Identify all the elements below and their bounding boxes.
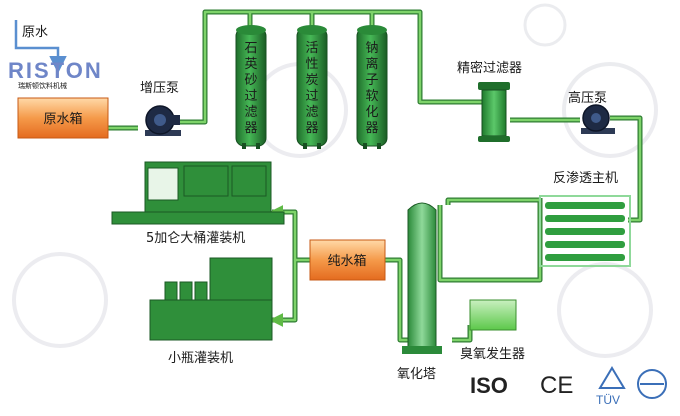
raw-water-inlet: 原水 — [14, 20, 67, 74]
precision-filter: 精密过滤器 — [457, 60, 522, 142]
sodium-ion-softener: 钠离子软化器 — [356, 25, 388, 149]
barrel-filler-label: 5加仑大桶灌装机 — [146, 231, 245, 246]
ozone-generator: 臭氧发生器 — [460, 299, 525, 362]
carbon-filter-label-char: 炭 — [305, 73, 318, 88]
quartz-filter-label-char: 砂 — [244, 73, 257, 88]
softener-label-char: 离 — [365, 56, 378, 72]
brand-name: RISTON — [8, 58, 103, 83]
raw-water-tank: 原水箱 — [17, 97, 109, 139]
iso-mark: ISO — [470, 373, 508, 398]
quartz-filter-label-char: 滤 — [244, 105, 257, 120]
bottle-filler-label: 小瓶灌装机 — [168, 351, 233, 366]
quartz-filter-label: 石英砂过滤器 — [244, 41, 257, 136]
quartz-filter-label-char: 石 — [244, 41, 257, 56]
booster-pump: 增压泵 — [140, 81, 181, 136]
booster-pump-label: 增压泵 — [140, 81, 179, 96]
activated-carbon-filter: 活性炭过滤器 — [296, 25, 328, 149]
carbon-filter-label-char: 器 — [305, 121, 318, 136]
oxidation-tower: 氧化塔 — [397, 202, 442, 382]
certification-marks: ISO CE TÜV — [470, 366, 667, 407]
brand-subtitle: 瑞斯顿饮料机械 — [18, 81, 67, 90]
barrel-filling-machine: 5加仑大桶灌装机 — [111, 161, 285, 246]
bottle-filling-machine: 小瓶灌装机 — [149, 257, 273, 366]
oxidation-tower-label: 氧化塔 — [397, 367, 436, 382]
softener-label-char: 子 — [365, 73, 378, 88]
carbon-filter-label-char: 过 — [305, 89, 318, 104]
softener-label-char: 软 — [365, 89, 378, 104]
quartz-filter-label-char: 过 — [244, 89, 257, 104]
ce-mark: CE — [540, 372, 573, 399]
tuv-mark: TÜV — [596, 393, 620, 407]
raw-water-label: 原水 — [22, 25, 48, 40]
softener-label-char: 化 — [365, 105, 378, 120]
quartz-filter-label-char: 英 — [244, 57, 257, 72]
reverse-osmosis-unit: 反渗透主机 — [539, 171, 631, 267]
carbon-filter-label-char: 活 — [305, 41, 318, 56]
precision-filter-label: 精密过滤器 — [457, 60, 522, 76]
softener-label-char: 钠 — [365, 41, 378, 56]
ro-unit-label: 反渗透主机 — [553, 171, 618, 186]
raw-tank-label: 原水箱 — [43, 111, 82, 127]
ovas-badge-icon — [637, 369, 667, 399]
pure-tank-label: 纯水箱 — [327, 253, 366, 269]
high-pressure-pump-label: 高压泵 — [568, 90, 607, 106]
softener-label: 钠离子软化器 — [365, 41, 378, 136]
carbon-filter-label-char: 滤 — [305, 105, 318, 120]
quartz-filter-label-char: 器 — [244, 121, 257, 136]
quartz-sand-filter: 石英砂过滤器 — [235, 25, 267, 149]
ozone-generator-label: 臭氧发生器 — [460, 346, 525, 362]
carbon-filter-label-char: 性 — [305, 57, 318, 72]
tuv-triangle-icon — [598, 366, 626, 389]
carbon-filter-label: 活性炭过滤器 — [305, 41, 318, 136]
brand-logo: RISTON 瑞斯顿饮料机械 — [8, 58, 103, 90]
ro-membrane-tubes — [545, 202, 625, 261]
pure-water-tank: 纯水箱 — [309, 239, 386, 281]
high-pressure-pump: 高压泵 — [568, 90, 615, 134]
softener-label-char: 器 — [365, 121, 378, 136]
